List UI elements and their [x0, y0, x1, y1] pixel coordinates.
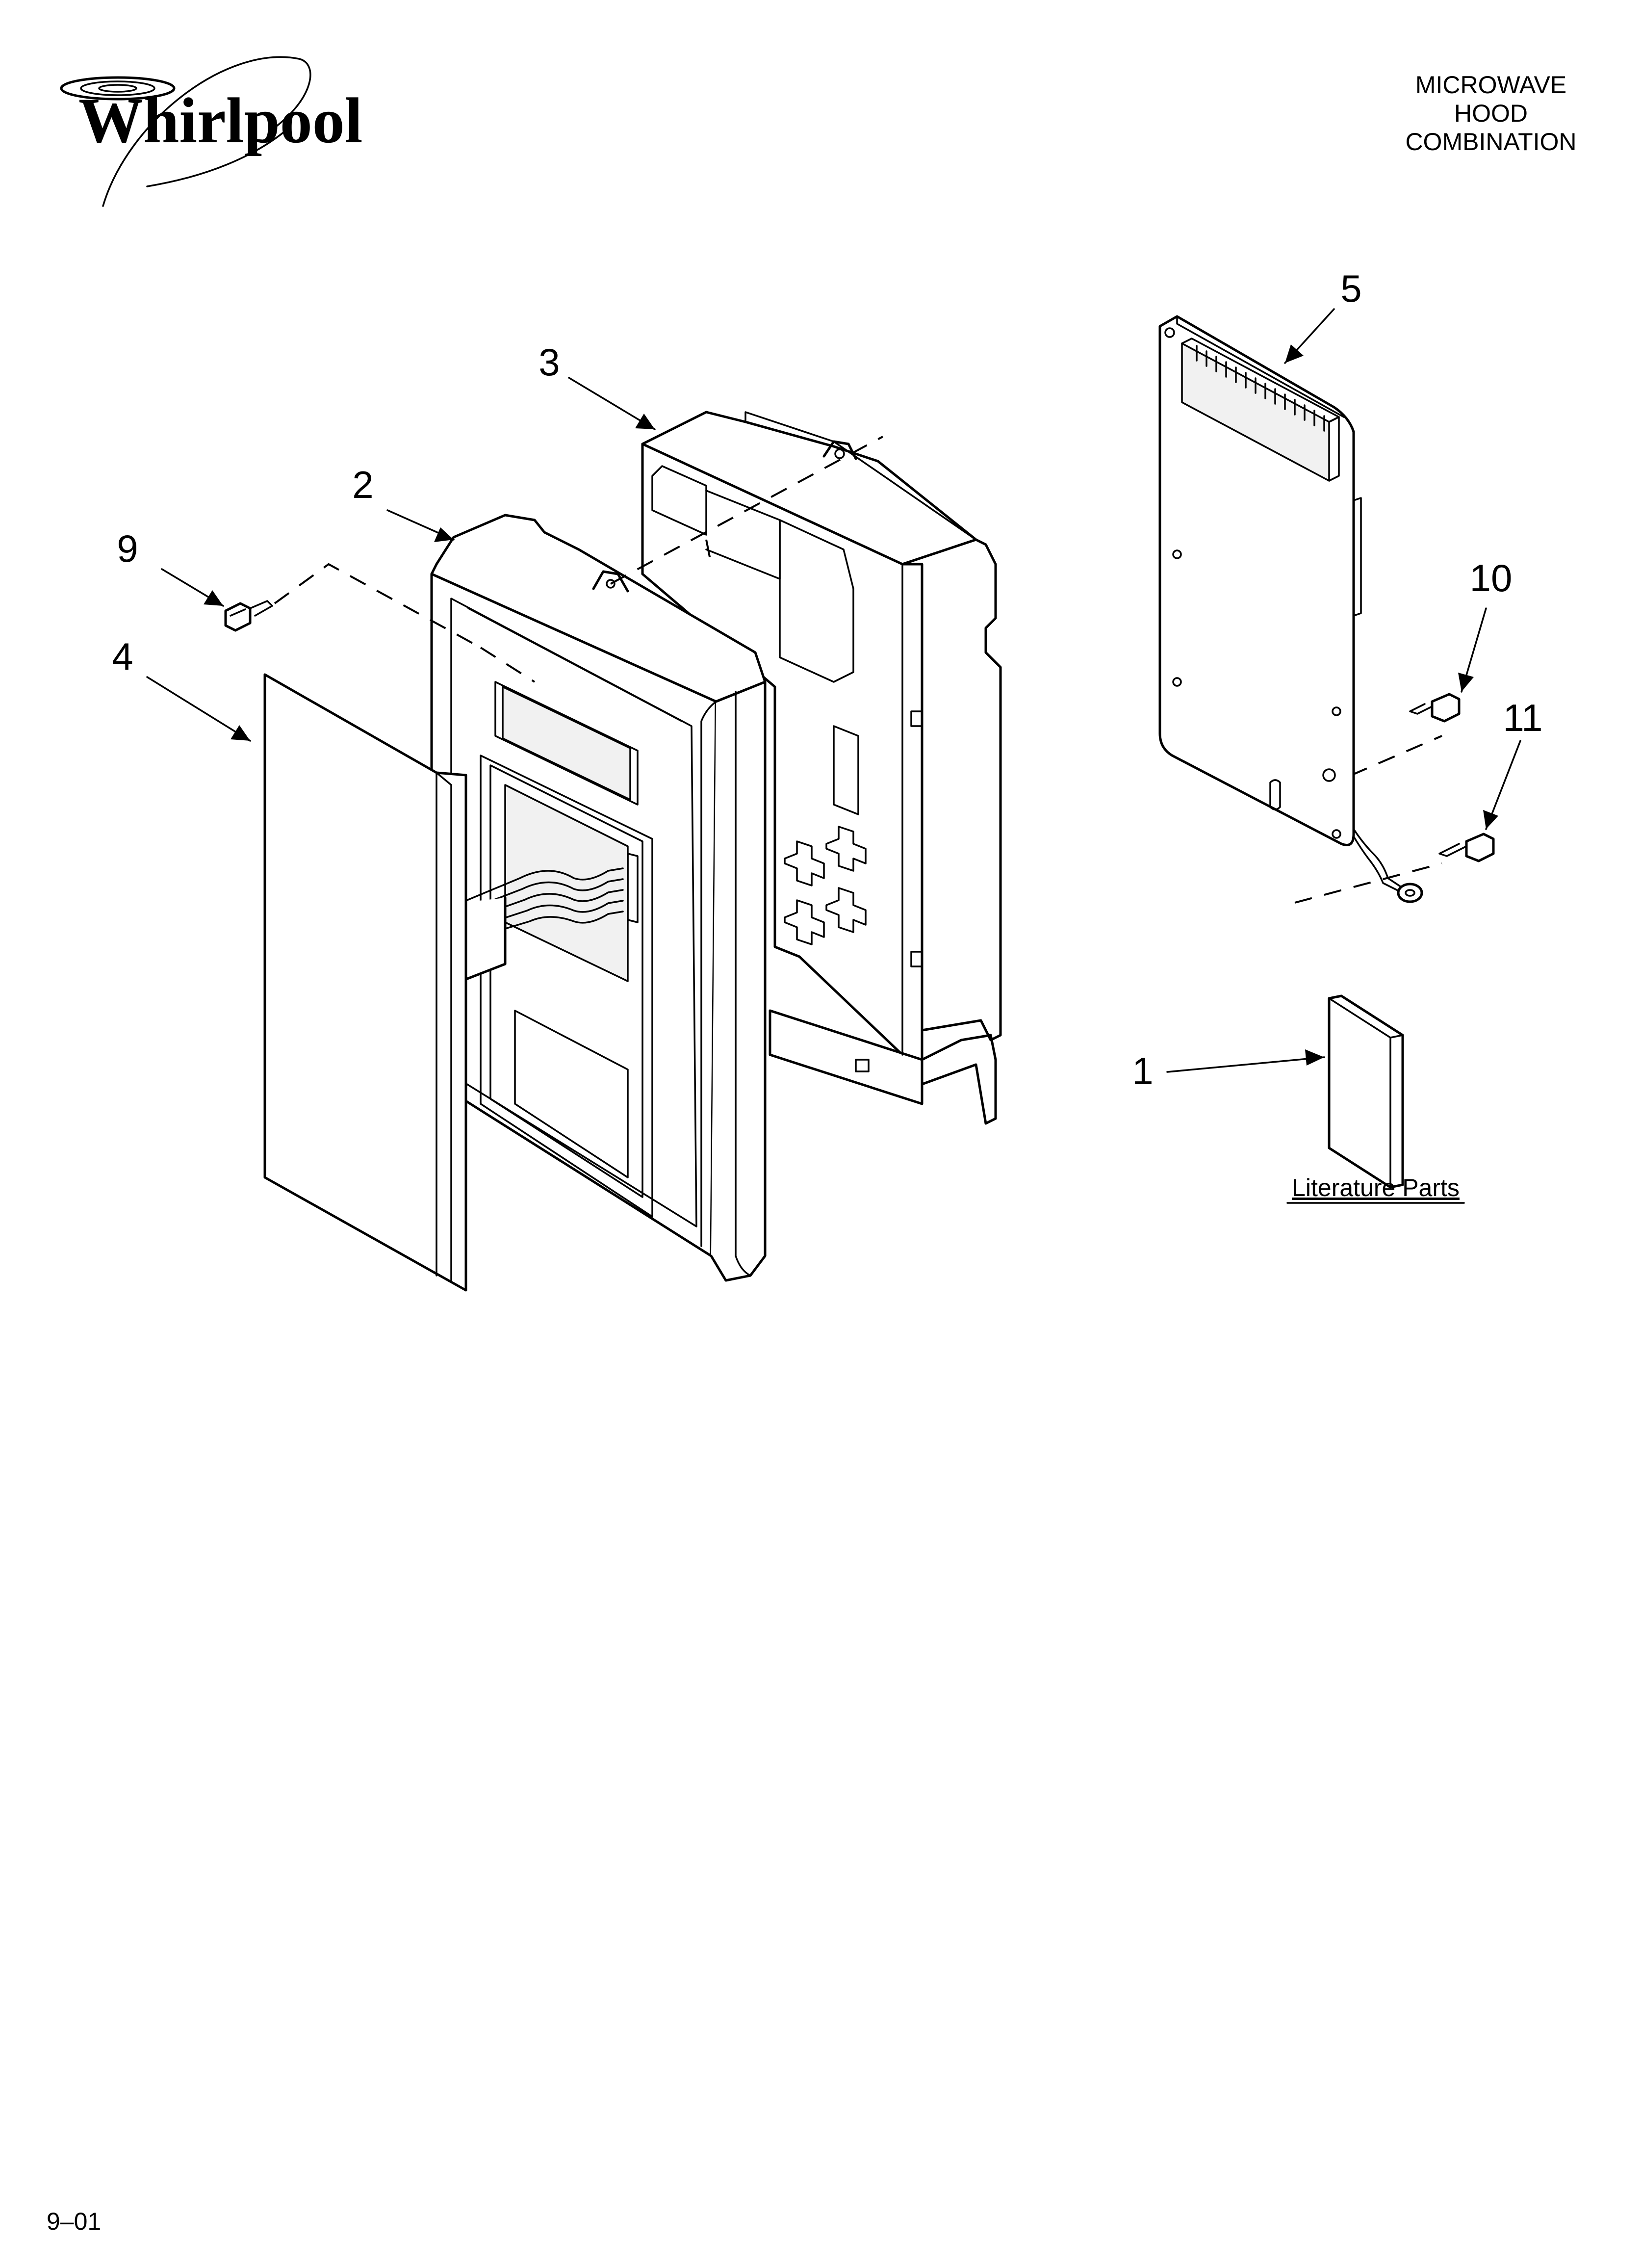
product-title-line3: COMBINATION: [1405, 128, 1576, 156]
part-2-control-panel: [430, 514, 767, 1282]
callout-4: 4: [112, 635, 133, 678]
assembly-dashed-lines: [274, 436, 1442, 904]
part-5-control-board: [1158, 315, 1423, 903]
product-title-line1: MICROWAVE: [1415, 71, 1566, 99]
whirlpool-logo: Whirlpool: [60, 56, 362, 207]
callout-2: 2: [352, 463, 373, 506]
part-10-screw: [1409, 693, 1461, 723]
logo-text: Whirlpool: [78, 84, 362, 156]
callout-arrows: [146, 308, 1521, 1073]
callout-1: 1: [1132, 1049, 1153, 1093]
callout-11: 11: [1503, 696, 1543, 739]
callout-3: 3: [539, 340, 560, 384]
part-4-overlay: [263, 673, 467, 1292]
part-1-literature: [1328, 994, 1404, 1189]
literature-parts-label: Literature Parts: [1292, 1174, 1460, 1201]
callout-10: 10: [1470, 556, 1513, 600]
part-11-screw: [1438, 833, 1495, 862]
date-code: 9–01: [47, 2208, 101, 2235]
part-3-housing: [641, 411, 1002, 1125]
product-title-line2: HOOD: [1454, 100, 1528, 127]
part-9-screw: [224, 600, 273, 632]
callout-5: 5: [1340, 267, 1361, 310]
callout-9: 9: [117, 527, 138, 570]
